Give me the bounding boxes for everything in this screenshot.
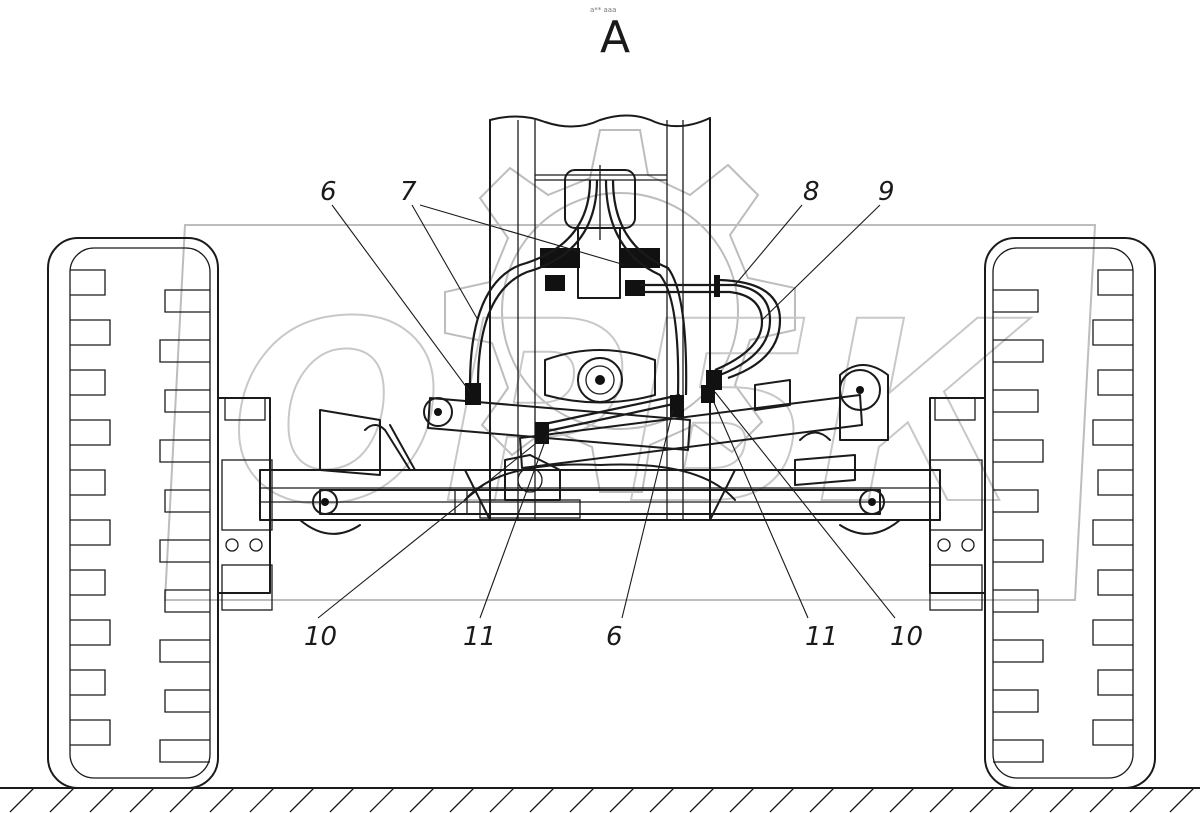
callout-8: 8 bbox=[803, 177, 820, 207]
right-hub bbox=[929, 397, 986, 611]
left-steering-cylinder bbox=[319, 397, 691, 476]
view-label: A bbox=[600, 12, 630, 63]
callout-10-right: 10 bbox=[890, 622, 923, 652]
callout-6-bottom: 6 bbox=[606, 622, 623, 652]
callout-10-left: 10 bbox=[304, 622, 337, 652]
right-steering-cylinder bbox=[519, 364, 889, 486]
front-axle bbox=[259, 463, 941, 535]
ground-line bbox=[0, 787, 1200, 813]
callout-6-left: 6 bbox=[320, 177, 337, 207]
callout-11-right: 11 bbox=[805, 622, 838, 652]
callout-11-left: 11 bbox=[463, 622, 496, 652]
left-tyre bbox=[47, 237, 219, 789]
hydraulic-hoses bbox=[465, 179, 782, 444]
callouts: 6 7 8 9 10 11 6 11 10 bbox=[304, 177, 923, 652]
leader-lines bbox=[317, 204, 896, 619]
callout-7: 7 bbox=[400, 177, 417, 207]
callout-9: 9 bbox=[878, 177, 895, 207]
view-note: а** ааа bbox=[590, 6, 616, 14]
left-hub bbox=[217, 397, 273, 611]
tie-rod bbox=[312, 489, 885, 515]
axle-pivot bbox=[504, 349, 656, 501]
